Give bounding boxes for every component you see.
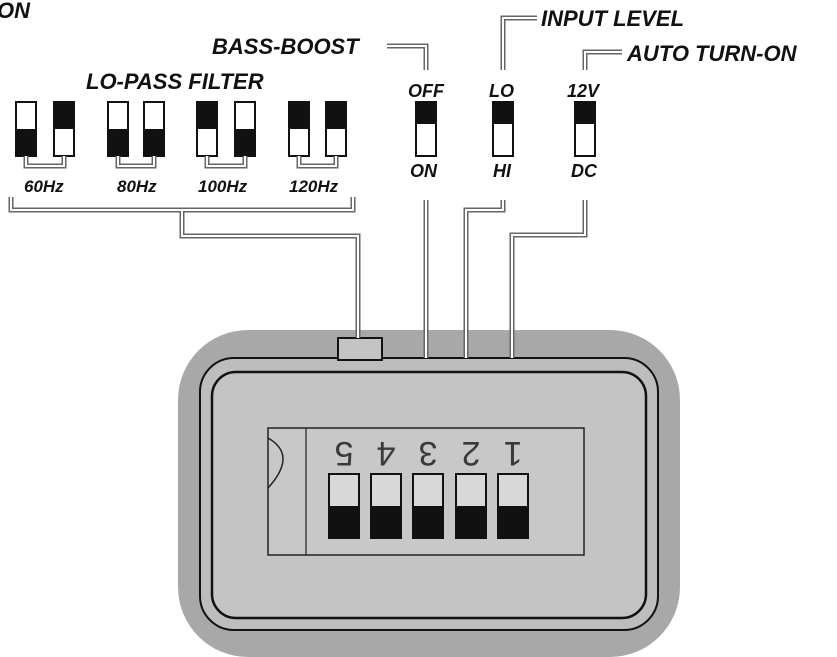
lo-pass-filter-label: LO-PASS FILTER — [86, 69, 264, 94]
dip-switch-1[interactable] — [497, 473, 529, 539]
input-level-switch — [492, 101, 514, 157]
freq-label-120hz: 120Hz — [289, 177, 339, 196]
freq-label-60hz: 60Hz — [24, 177, 64, 196]
freq-label-80hz: 80Hz — [117, 177, 157, 196]
filter-pair-120hz — [288, 101, 347, 169]
bass-boost-switch — [415, 101, 437, 157]
filter-pair-100hz — [196, 101, 256, 169]
auto-turn-on-dc-label: DC — [571, 161, 597, 181]
auto-turn-on-switch — [574, 101, 596, 157]
dip-number-5: 5 — [334, 434, 354, 472]
corner-title-fragment: ON — [0, 0, 30, 23]
dip-number-2: 2 — [461, 434, 481, 472]
connector-tab — [337, 337, 383, 361]
filter-pair-60hz — [15, 101, 75, 169]
auto-turn-on-label: AUTO TURN-ON — [627, 41, 797, 66]
dip-switch-5[interactable] — [328, 473, 360, 539]
filter-pair-80hz — [107, 101, 165, 169]
input-level-hi-label: HI — [493, 161, 511, 181]
bass-boost-label: BASS-BOOST — [212, 34, 359, 59]
input-level-label: INPUT LEVEL — [541, 6, 685, 31]
dip-switch-3[interactable] — [412, 473, 444, 539]
bass-boost-off-label: OFF — [408, 81, 444, 101]
dip-block-arc — [267, 437, 284, 489]
bass-boost-on-label: ON — [410, 161, 437, 181]
dip-number-1: 1 — [503, 434, 523, 472]
input-level-lo-label: LO — [489, 81, 514, 101]
freq-label-100hz: 100Hz — [198, 177, 248, 196]
dip-number-3: 3 — [418, 434, 438, 472]
dip-number-4: 4 — [376, 434, 396, 472]
dip-switch-4[interactable] — [370, 473, 402, 539]
auto-turn-on-12v-label: 12V — [567, 81, 600, 101]
leader-lines — [8, 15, 622, 358]
dip-switch-2[interactable] — [455, 473, 487, 539]
